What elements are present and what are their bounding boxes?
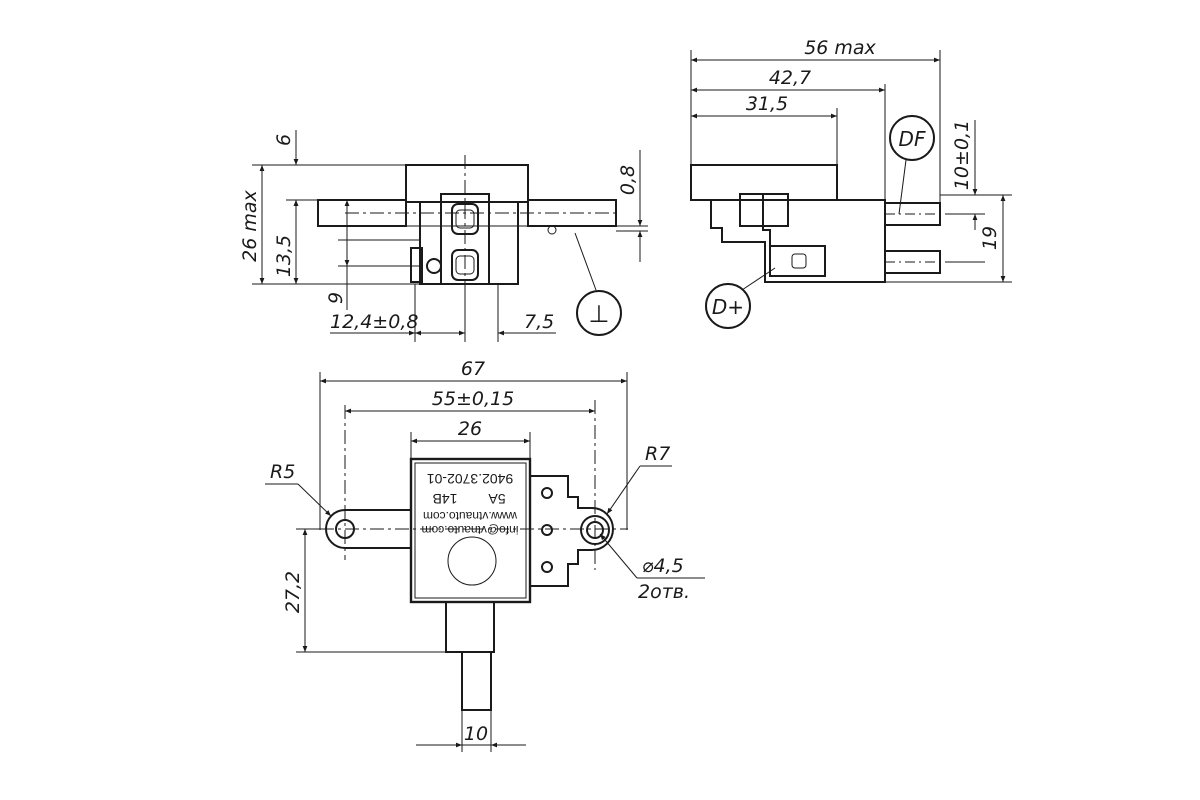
marking-current: 5А xyxy=(488,491,506,507)
end-view: 56 max 42,7 31,5 10±0,1 19 DF D+ xyxy=(690,37,1012,329)
dim-overall-width: 67 xyxy=(461,358,485,380)
dim-plate-thickness: 0,8 xyxy=(617,165,639,195)
ground-terminal-callout xyxy=(576,290,622,336)
marking-email: info@vtnauto.com xyxy=(422,523,519,537)
dim-overall-length: 56 max xyxy=(804,37,876,59)
dim-pin-height: 19 xyxy=(979,226,1001,250)
dim-mid-height: 13,5 xyxy=(273,235,295,277)
ground-symbol: ⊥ xyxy=(589,300,610,328)
dim-hole-count: 2отв. xyxy=(638,581,690,603)
dim-length-3: 31,5 xyxy=(746,93,788,115)
d-plus-terminal-callout xyxy=(705,283,751,329)
dim-radius-right: R7 xyxy=(645,443,670,465)
dim-terminal-offset: 12,4±0,8 xyxy=(330,311,418,333)
top-view: info@vtnauto.com www.vtnauto.com 5А 14В … xyxy=(265,358,705,752)
dim-right-offset: 7,5 xyxy=(524,311,554,333)
dim-total-height: 26 max xyxy=(239,189,261,261)
marking-website: www.vtnauto.com xyxy=(423,509,518,523)
marking-part-number: 9402.3702-01 xyxy=(427,471,514,487)
dim-hole-spacing: 55±0,15 xyxy=(432,388,514,410)
df-label: DF xyxy=(899,127,926,151)
dim-center-offset: 27,2 xyxy=(282,571,304,613)
dim-flange-height: 9 xyxy=(325,292,347,304)
dim-top-height: 6 xyxy=(273,134,295,146)
dim-radius-left: R5 xyxy=(270,461,295,483)
dim-length-2: 42,7 xyxy=(769,67,811,89)
d-plus-label: D+ xyxy=(712,295,744,319)
marking-voltage: 14В xyxy=(433,491,458,507)
df-terminal-callout xyxy=(889,115,935,161)
dim-stem-width: 10 xyxy=(464,723,488,745)
dim-hole-diameter: ⌀4,5 xyxy=(642,555,684,577)
dim-body-width: 26 xyxy=(458,418,482,440)
body-markings: info@vtnauto.com www.vtnauto.com 5А 14В … xyxy=(422,471,519,537)
side-view: 26 max 6 13,5 9 0,8 12,4±0,8 7,5 ⊥ xyxy=(239,130,648,342)
dim-pin-spacing: 10±0,1 xyxy=(951,120,973,190)
